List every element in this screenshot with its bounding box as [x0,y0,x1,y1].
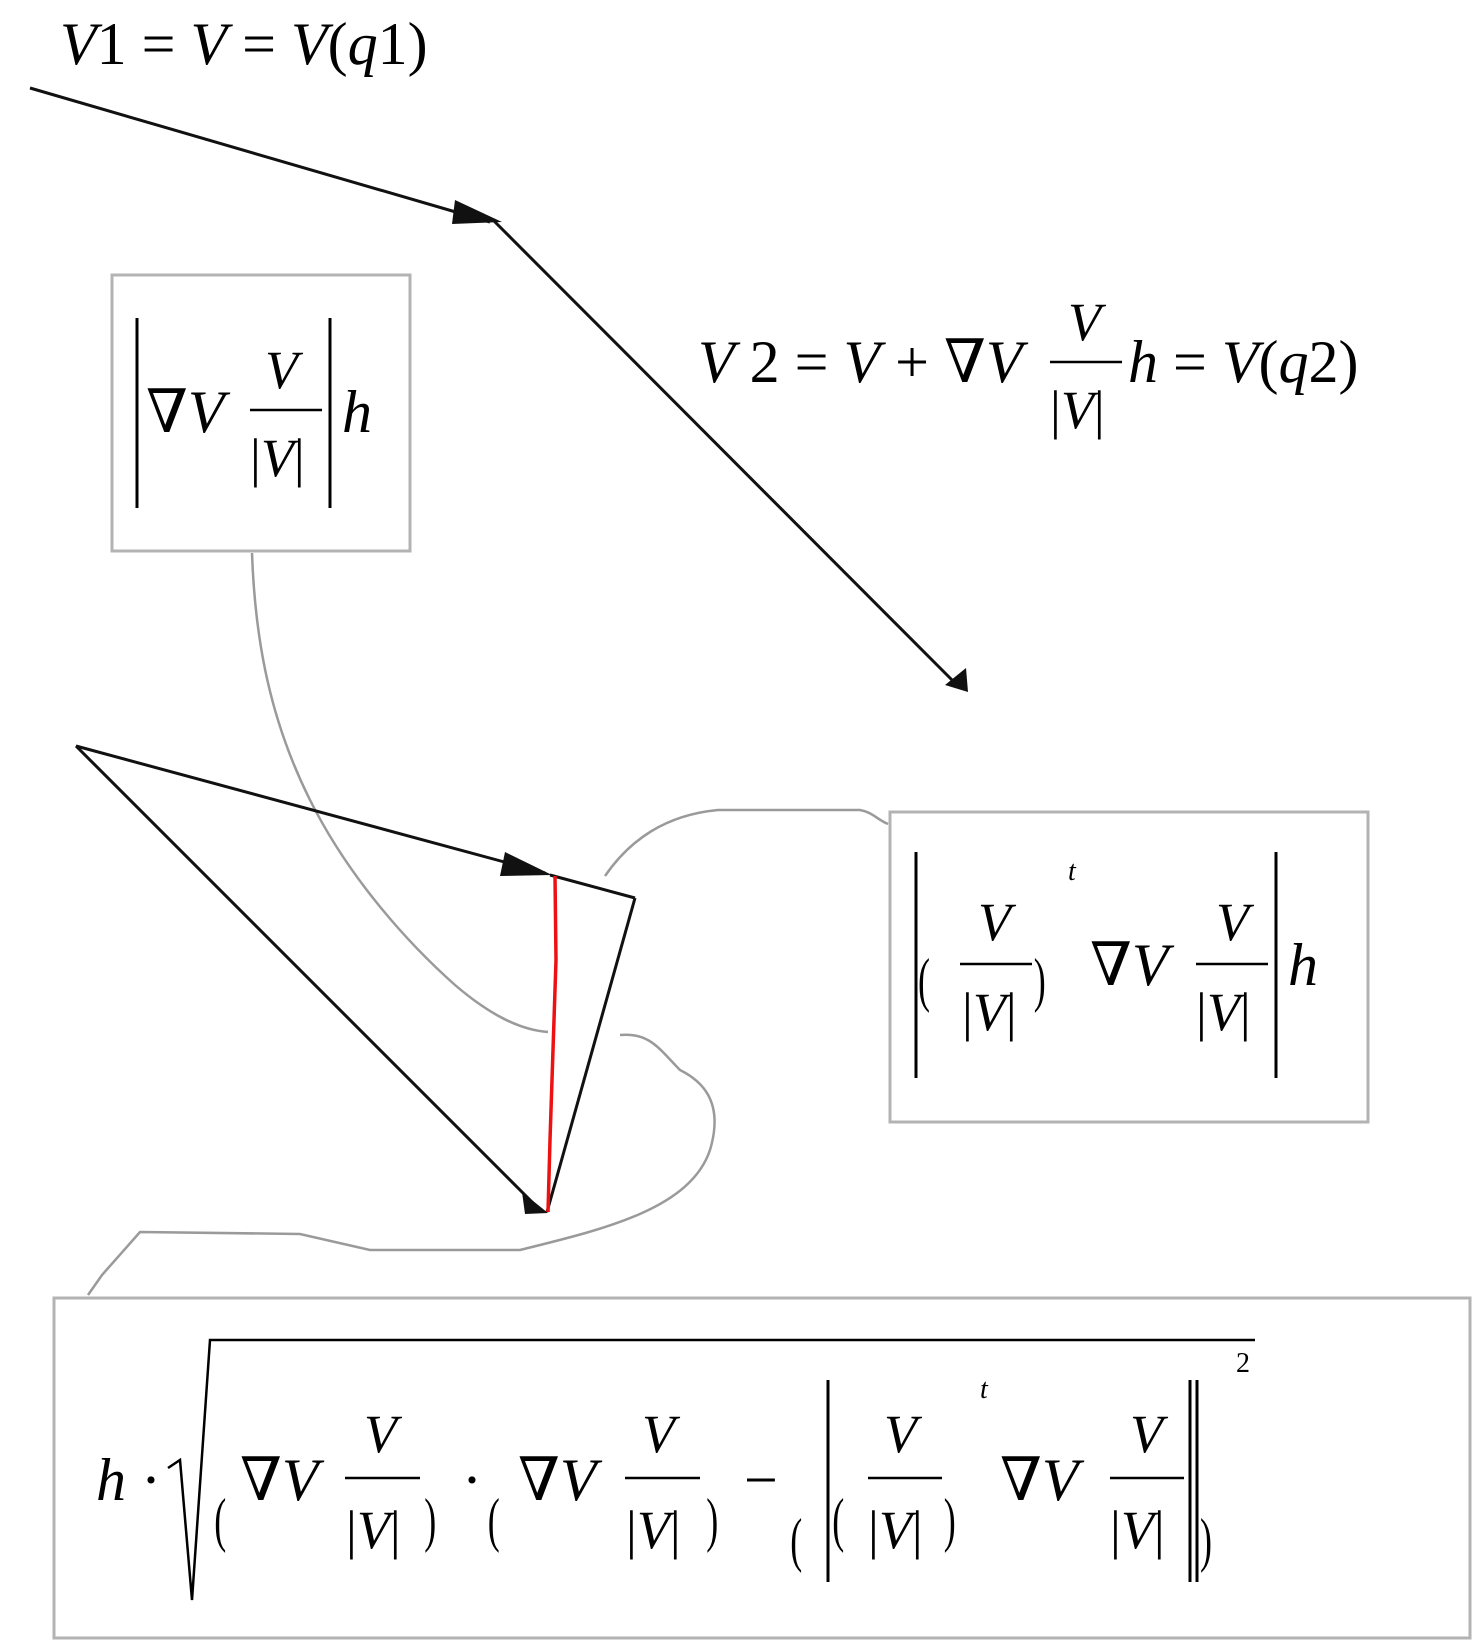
svg-text:(: ( [214,1487,226,1554]
svg-text:): ) [424,1487,436,1554]
svg-text:|V|: |V| [962,982,1017,1042]
triangle-arrowhead-v1 [500,852,552,876]
svg-text:|V|: |V| [1196,982,1251,1042]
v2-equation: V 2 = V + ∇V V |V| h = V(q2) [698,292,1358,440]
connector-box2 [603,808,889,877]
svg-text:t: t [980,1374,989,1405]
triangle-arrow-v1 [75,744,546,875]
vector-v1-arrow [29,86,491,224]
svg-text:(: ( [488,1487,500,1554]
svg-text:∇V: ∇V [1000,1447,1085,1513]
formula-box-projection [888,810,1370,1124]
formula-distance: h · ( ∇V V |V| ) · ( ∇V V |V| ) − ( ( V … [96,1338,1255,1601]
perpendicular-distance-segment [546,875,558,1213]
svg-text:h: h [1288,932,1318,998]
svg-text:|V|: |V| [250,428,305,488]
svg-text:V 2 = V + ∇V: V 2 = V + ∇V [698,329,1029,395]
svg-text:V: V [1130,1404,1169,1464]
svg-text:|V|: |V| [1050,380,1105,440]
formula-box-distance [52,1296,1472,1640]
svg-text:): ) [706,1487,718,1554]
svg-text:(: ( [790,1507,802,1574]
vector-v1-arrowhead [452,200,502,224]
formula-gradient-norm: ∇V V |V| h [135,318,372,508]
triangle-side-top [549,873,636,900]
svg-text:−: − [744,1447,778,1513]
svg-text:V: V [978,892,1017,952]
formula-projection: ( V |V| ) t ∇V V |V| h [914,852,1318,1078]
svg-text:|V|: |V| [1110,1500,1165,1560]
svg-text:): ) [1200,1507,1212,1574]
svg-text:): ) [944,1487,956,1554]
svg-text:∇V: ∇V [240,1447,325,1513]
v1-equation: V1 = V = V(q1) [60,11,428,77]
svg-text:|V|: |V| [868,1500,923,1560]
connector-box3 [86,1033,716,1296]
svg-text:t: t [1068,856,1077,887]
svg-text:|V|: |V| [626,1500,681,1560]
svg-text:2: 2 [1236,1348,1250,1379]
connector-box1 [250,552,549,1034]
svg-text:): ) [1034,947,1046,1014]
svg-text:|V|: |V| [346,1500,401,1560]
svg-text:V: V [884,1404,923,1464]
svg-text:h: h [342,379,372,445]
svg-text:h = V(q2): h = V(q2) [1128,329,1358,395]
svg-text:V: V [1068,292,1107,352]
svg-text:∇V: ∇V [518,1447,603,1513]
svg-text:V: V [1216,892,1255,952]
svg-text:∇V: ∇V [1090,932,1175,998]
svg-text:V: V [265,340,304,400]
triangle-arrowhead-v2 [522,1192,548,1214]
triangle-side-right [545,897,637,1213]
svg-text:(: ( [918,947,930,1014]
svg-text:(: ( [832,1487,844,1554]
svg-text:·: · [462,1447,482,1513]
svg-text:V: V [364,1404,403,1464]
vector-v2-arrowhead [945,668,968,692]
triangle-arrow-v2 [74,744,544,1214]
svg-text:∇V: ∇V [146,379,231,445]
svg-text:V: V [642,1404,681,1464]
svg-text:h ·: h · [96,1447,161,1513]
vector-v2-arrow [491,218,962,690]
formula-box-gradient-norm [110,273,412,553]
